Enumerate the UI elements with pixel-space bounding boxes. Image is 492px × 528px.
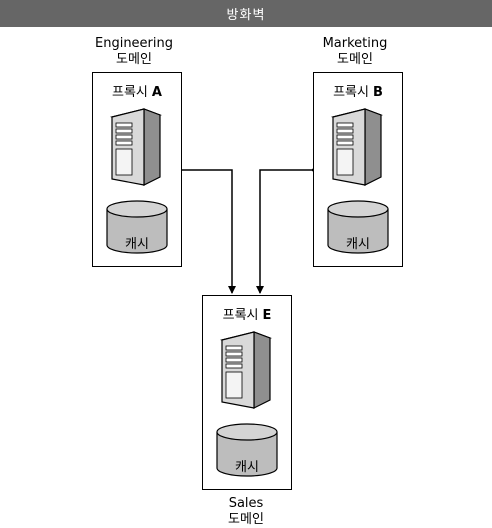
domain-name: Engineering	[95, 36, 173, 51]
connector-b-e	[256, 166, 318, 294]
cache-label: 캐시	[235, 460, 259, 475]
cache-label: 캐시	[346, 237, 370, 252]
domain-name: Marketing	[322, 36, 388, 51]
firewall-label: 방화벽	[226, 8, 266, 23]
database-icon	[327, 200, 389, 254]
server-icon	[220, 331, 272, 409]
cache-label: 캐시	[125, 237, 149, 252]
database-icon	[216, 423, 278, 477]
server-icon	[331, 108, 383, 186]
proxy-id: A	[151, 85, 162, 100]
domain-suffix: 도메인	[228, 512, 264, 527]
proxy-label: 프록시	[333, 85, 369, 100]
domain-suffix: 도메인	[337, 52, 373, 67]
database-icon	[106, 200, 168, 254]
proxy-label: 프록시	[222, 308, 259, 323]
firewall-bar: 방화벽	[0, 0, 492, 27]
domain-label-marketing: Marketing 도메인	[310, 36, 400, 68]
proxy-id: E	[262, 308, 272, 323]
connector-a-e	[176, 166, 236, 294]
domain-label-sales: Sales 도메인	[201, 496, 291, 528]
proxy-id: B	[372, 85, 383, 100]
proxy-label: 프록시	[112, 85, 148, 100]
domain-label-engineering: Engineering 도메인	[87, 36, 181, 68]
domain-name: Sales	[228, 496, 264, 511]
domain-suffix: 도메인	[116, 52, 152, 67]
server-icon	[110, 108, 162, 186]
